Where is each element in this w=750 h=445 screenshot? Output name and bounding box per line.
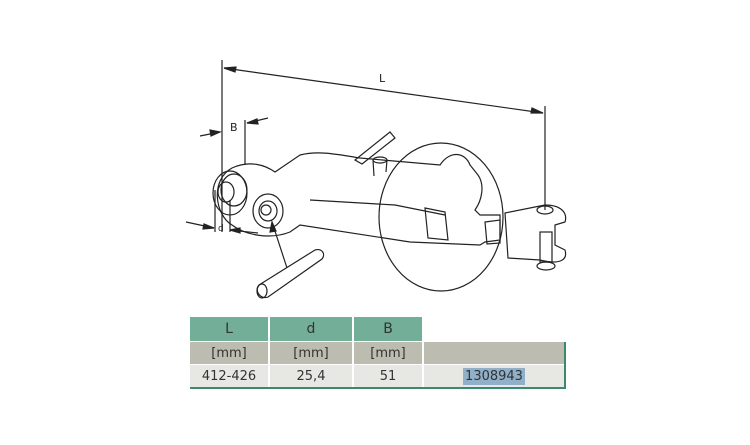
top-link-drawing: L B d — [185, 60, 567, 299]
unit-d: [mm] — [269, 341, 354, 365]
unit-B: [mm] — [353, 341, 424, 365]
header-L: L — [190, 317, 270, 342]
value-L: 412-426 — [190, 364, 270, 389]
table-row: 412-426 25,4 51 1308943 — [190, 364, 566, 389]
unit-L: [mm] — [190, 341, 270, 365]
table-header-row: L d B — [190, 317, 566, 342]
unit-blank — [423, 341, 566, 365]
spec-table: L d B [mm] [mm] [mm] 412-426 25,4 51 130… — [190, 317, 566, 389]
pin — [256, 220, 325, 299]
article-number[interactable]: 1308943 — [463, 367, 525, 385]
header-d: d — [269, 317, 354, 342]
dimension-label-d: d — [218, 224, 224, 234]
top-link-body — [212, 131, 567, 292]
dimension-lines — [185, 60, 546, 234]
dimension-label-L: L — [379, 72, 386, 85]
header-B: B — [353, 317, 424, 342]
value-d: 25,4 — [269, 364, 354, 389]
article-number-cell[interactable]: 1308943 — [423, 364, 566, 389]
header-blank — [423, 317, 566, 342]
units-row: [mm] [mm] [mm] — [190, 341, 566, 365]
value-B: 51 — [353, 364, 424, 389]
dimension-label-B: B — [230, 121, 238, 134]
